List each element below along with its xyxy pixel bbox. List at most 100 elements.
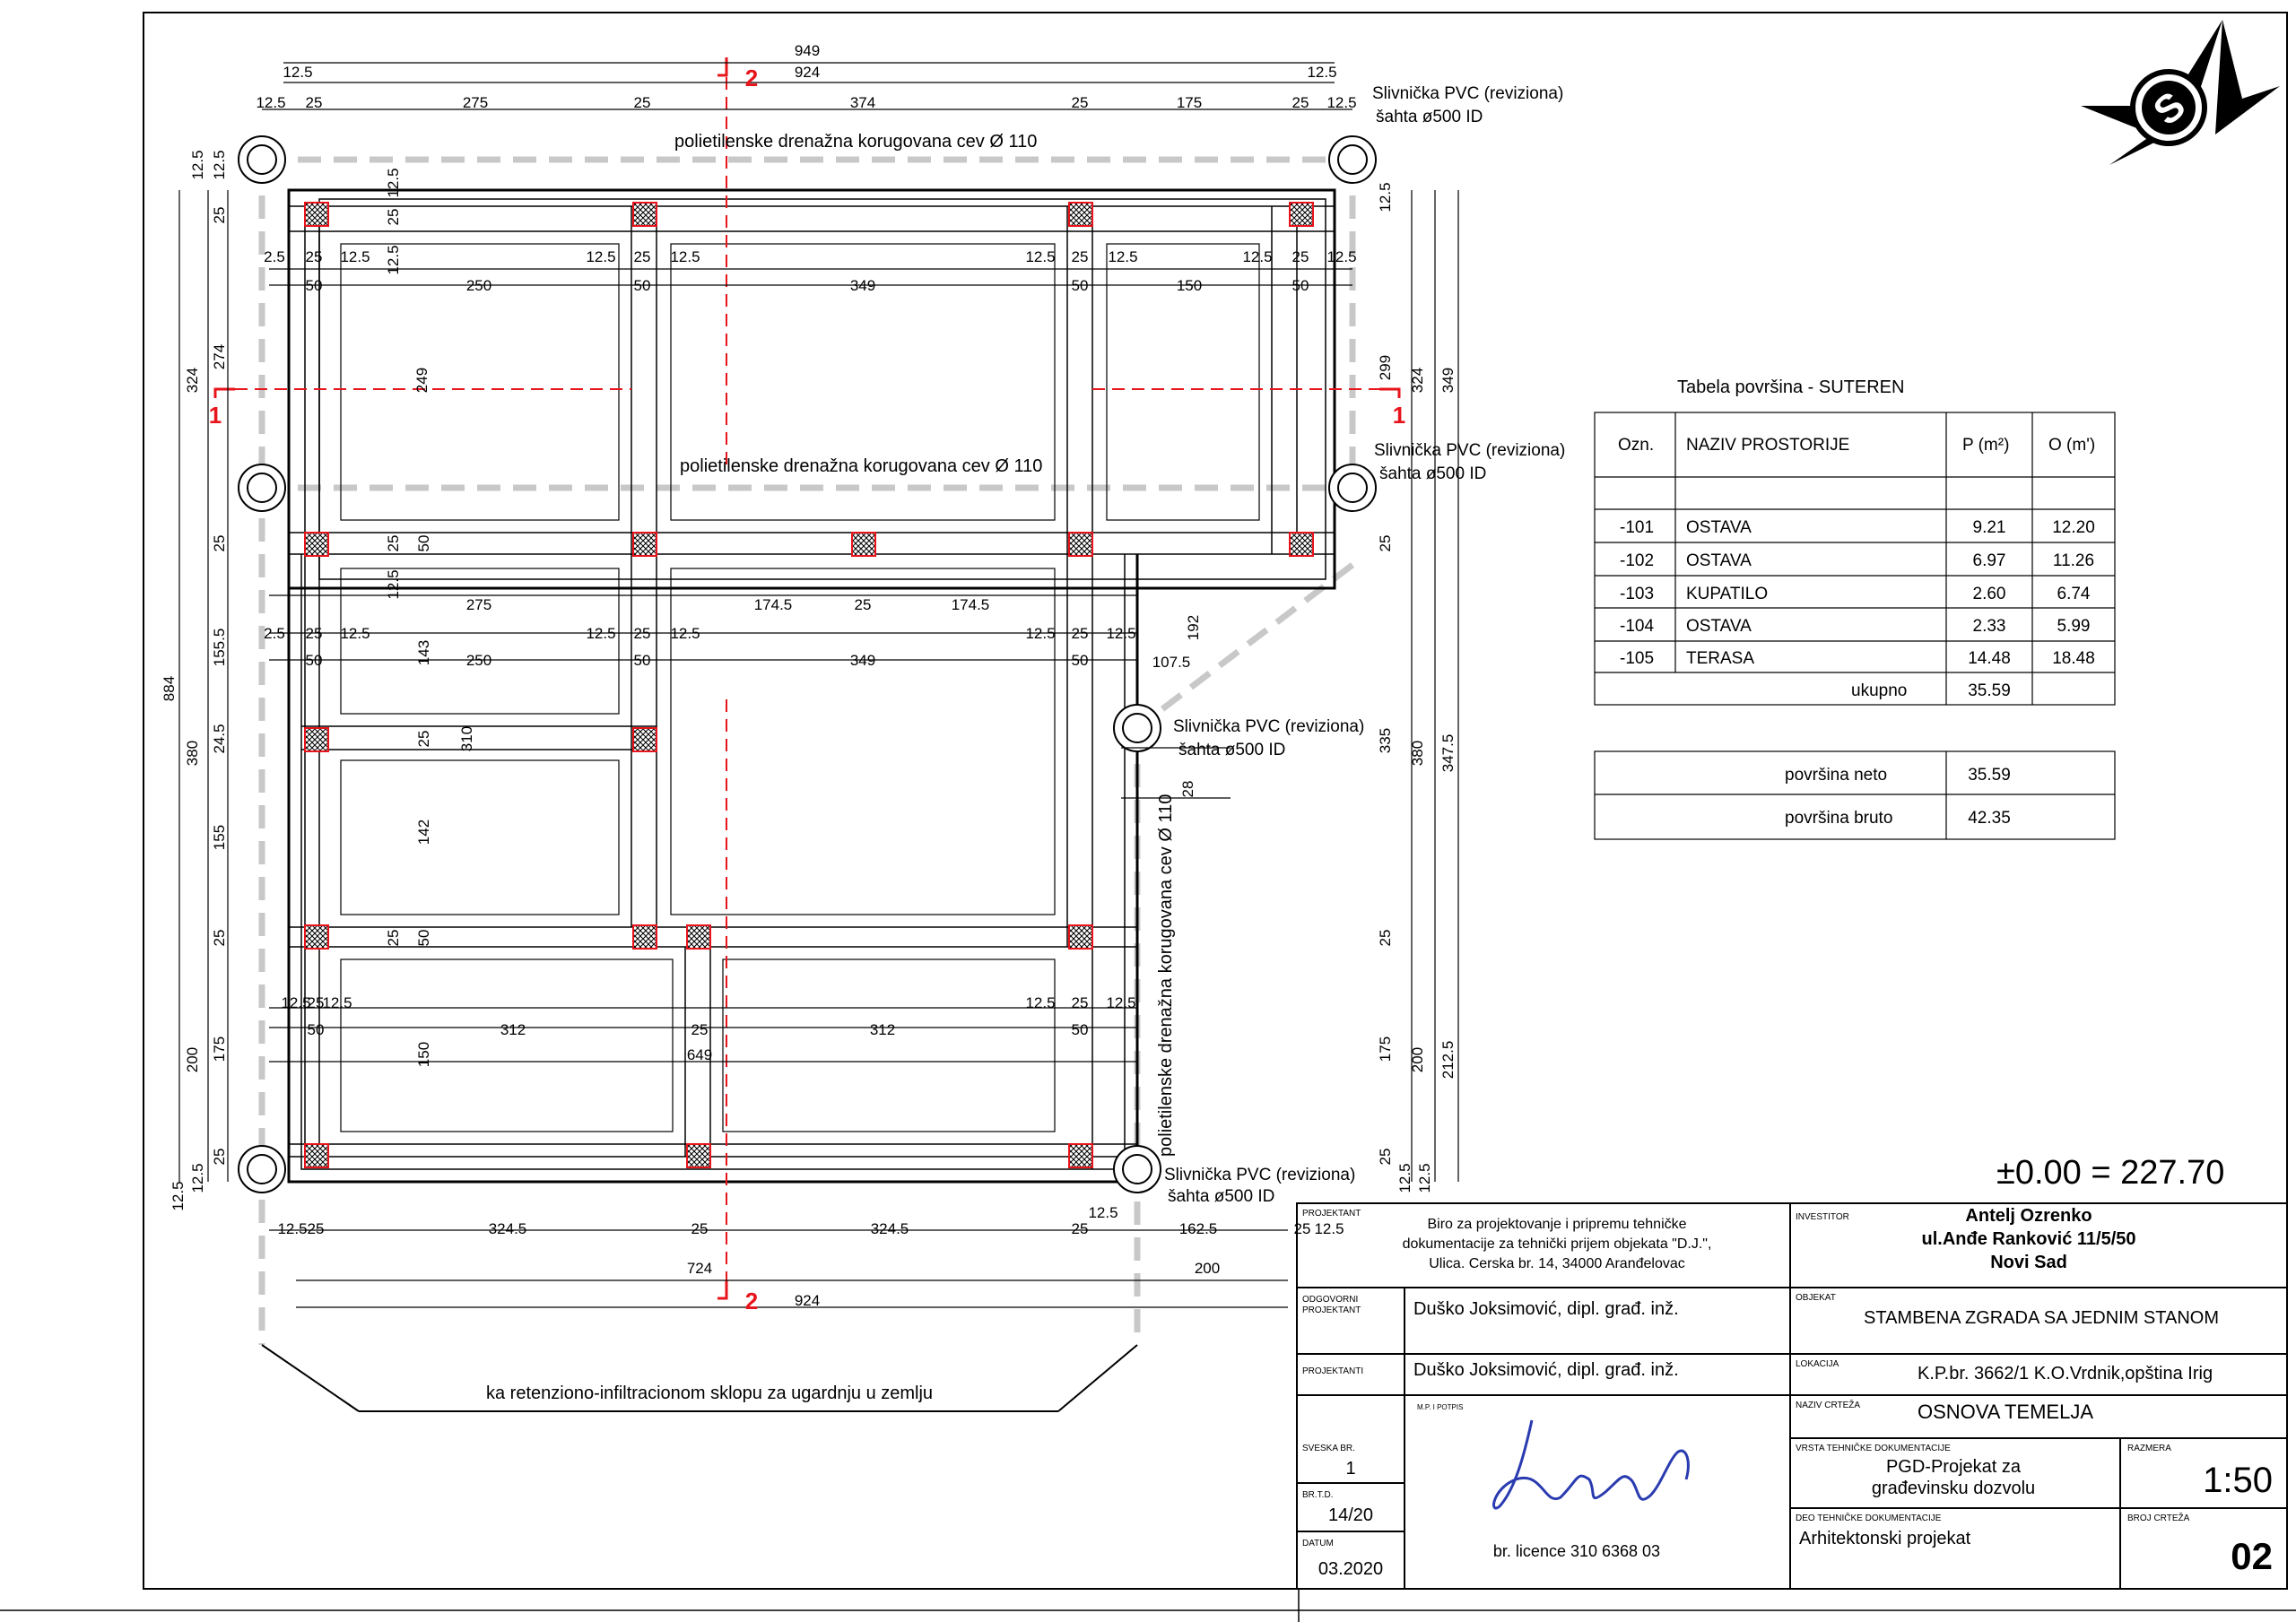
tb-deo-label: DEO TEHNIČKE DOKUMENTACIJE — [1796, 1512, 1942, 1523]
dim-bottom1-4: 324.5 — [871, 1220, 909, 1237]
section-mark-1-left: 1 — [209, 402, 222, 429]
tb-datum-label: DATUM — [1302, 1539, 1334, 1548]
area-row-3-perim: 5.99 — [2057, 617, 2091, 636]
dim-vleft-6: 25 — [211, 535, 228, 552]
dim-row4-0: 12.5 — [281, 994, 310, 1011]
company-logo: S — [2081, 20, 2280, 165]
manhole-bottom-right — [1113, 1145, 1161, 1193]
dim-vleft-3: 324 — [184, 368, 201, 393]
tb-broj-value: 02 — [2231, 1535, 2273, 1577]
tb-brtd-label: BR.T.D. — [1302, 1490, 1333, 1500]
dim-row1b-3: 349 — [850, 277, 875, 294]
title-block: PROJEKTANT Biro za projektovanje i pripr… — [1296, 1202, 2288, 1590]
dim-row1a-4: 25 — [634, 248, 651, 265]
area-row-3-area: 2.33 — [1973, 617, 2006, 636]
dim-vleft-11: 155 — [211, 825, 228, 850]
dim-vsmall-5: 12.5 — [385, 569, 402, 599]
dim-row1a-11: 12.5 — [1326, 248, 1356, 265]
dim-top-inner: 924 — [795, 64, 820, 81]
dim-vright-0: 12.5 — [1377, 182, 1394, 212]
manhole-label-mr-2: šahta ø500 ID — [1379, 464, 1486, 483]
dim-vleft-1: 12.5 — [211, 150, 228, 179]
dim-row1a-5: 12.5 — [670, 248, 700, 265]
dim-row2a-0: 2.5 — [264, 625, 285, 642]
dim-bottom2-0: 724 — [687, 1260, 712, 1277]
dim-top-part-6: 175 — [1177, 94, 1202, 111]
manhole-label-br-1: Slivnička PVC (reviziona) — [1164, 1166, 1355, 1184]
dimension-lines — [178, 62, 1459, 1308]
dim-top-inner-right: 12.5 — [1307, 64, 1336, 81]
tb-projektant-line3: Ulica. Cerska br. 14, 34000 Aranđelovac — [1429, 1256, 1685, 1271]
area-row-2-perim: 6.74 — [2057, 585, 2091, 603]
pipe-label-vertical: polietilenske drenažna korugovana cev Ø … — [1156, 794, 1176, 1157]
dim-row1b-2: 50 — [634, 277, 651, 294]
dim-vsmall-0: 12.5 — [385, 168, 402, 197]
manhole-labels: Slivnička PVC (reviziona) šahta ø500 ID … — [1164, 84, 1565, 1206]
dim-row1b-5: 150 — [1177, 277, 1202, 294]
dim-row2a-1: 25 — [306, 625, 323, 642]
tb-naziv-text: OSNOVA TEMELJA — [1918, 1401, 2093, 1423]
foundation-outline — [287, 188, 1336, 1184]
dim-row1b-6: 50 — [1292, 277, 1309, 294]
dim-vright-10: 200 — [1409, 1047, 1426, 1072]
tb-investitor-line2: ul.Anđe Ranković 11/5/50 — [1922, 1229, 2136, 1249]
area-row-0-name: OSTAVA — [1686, 518, 1752, 537]
dim-vright-2: 324 — [1409, 368, 1426, 393]
area-row-4-code: -105 — [1620, 649, 1654, 668]
tb-deo-text: Arhitektonski projekat — [1799, 1529, 1971, 1548]
dim-row2a-6: 12.5 — [1025, 625, 1055, 642]
dim-bottom1-2: 324.5 — [489, 1220, 527, 1237]
tb-projektant-line2: dokumentacije za tehnički prijem objekat… — [1403, 1236, 1712, 1252]
area-table: Tabela površina - SUTEREN Ozn. NAZIV PRO… — [1594, 377, 2116, 706]
dim-row2a-5: 12.5 — [670, 625, 700, 642]
dim-vleft-16: 12.5 — [189, 1163, 206, 1193]
dim-row2b-1: 275 — [466, 596, 491, 613]
tb-odgovorni-name: Duško Joksimović, dipl. građ. inž. — [1413, 1299, 1679, 1319]
dim-bottom1-0: 12.5 — [277, 1220, 307, 1237]
dim-vsmall-7: 50 — [415, 930, 432, 947]
retention-note: ka retenziono-infiltracionom sklopu za u… — [486, 1383, 933, 1403]
dim-vleft-2: 25 — [211, 207, 228, 224]
dim-vsmall-6: 25 — [385, 930, 402, 947]
summary-neto-label: površina neto — [1785, 766, 1887, 785]
section-mark-2-top: 2 — [745, 65, 758, 91]
manhole-label-mr-1: Slivnička PVC (reviziona) — [1374, 441, 1565, 460]
dim-row2a-4: 25 — [634, 625, 651, 642]
dim-vright-9: 175 — [1377, 1037, 1394, 1062]
dim-vleft-13: 200 — [184, 1047, 201, 1072]
dim-top-part-0: 12.5 — [256, 94, 285, 111]
elevation-label: ±0.00 = 227.70 — [1996, 1154, 2224, 1192]
dim-vright-4: 25 — [1377, 535, 1394, 552]
tb-odgovorni-label-1: ODGOVORNI — [1302, 1295, 1358, 1305]
dim-row1a-2: 12.5 — [340, 248, 370, 265]
dim-row1b-4: 50 — [1072, 277, 1089, 294]
dim-top-part-1: 25 — [306, 94, 323, 111]
dim-vright-3: 349 — [1439, 368, 1457, 393]
area-row-1-perim: 11.26 — [2053, 551, 2094, 570]
manhole-mid-left — [238, 464, 286, 512]
dim-vmid-2: 25 — [415, 731, 432, 748]
area-th-area: P (m²) — [1962, 436, 2009, 455]
tb-projektant-line1: Biro za projektovanje i pripremu tehničk… — [1427, 1217, 1686, 1232]
dim-vsmall-3: 25 — [385, 535, 402, 552]
dim-row4-1: 25 — [308, 994, 325, 1011]
section-arrows — [213, 57, 1401, 1300]
manhole-label-tr-1: Slivnička PVC (reviziona) — [1372, 84, 1563, 103]
tb-investitor-line1: Antelj Ozrenko — [1965, 1206, 2092, 1226]
dim-row2a-8: 12.5 — [1106, 625, 1135, 642]
area-row-1-name: OSTAVA — [1686, 551, 1752, 570]
area-row-0-area: 9.21 — [1973, 518, 2006, 537]
dim-top-inner-left: 12.5 — [283, 64, 312, 81]
dim-vright-13: 12.5 — [1396, 1163, 1413, 1193]
area-table-title: Tabela površina - SUTEREN — [1677, 377, 1904, 397]
dim-bottom1-3: 25 — [691, 1220, 709, 1237]
area-row-2-code: -103 — [1620, 585, 1654, 603]
dim-vmid-0: 143 — [415, 640, 432, 665]
section-mark-1-right: 1 — [1393, 402, 1405, 429]
summary-bruto-value: 42.35 — [1968, 809, 2011, 828]
area-row-2-name: KUPATILO — [1686, 585, 1768, 603]
dim-vright-12: 25 — [1377, 1149, 1394, 1166]
summary-bruto-label: površina bruto — [1785, 809, 1892, 828]
dim-vsmall-2: 12.5 — [385, 245, 402, 274]
pipe-label-top: polietilenske drenažna korugovana cev Ø … — [674, 132, 1037, 152]
